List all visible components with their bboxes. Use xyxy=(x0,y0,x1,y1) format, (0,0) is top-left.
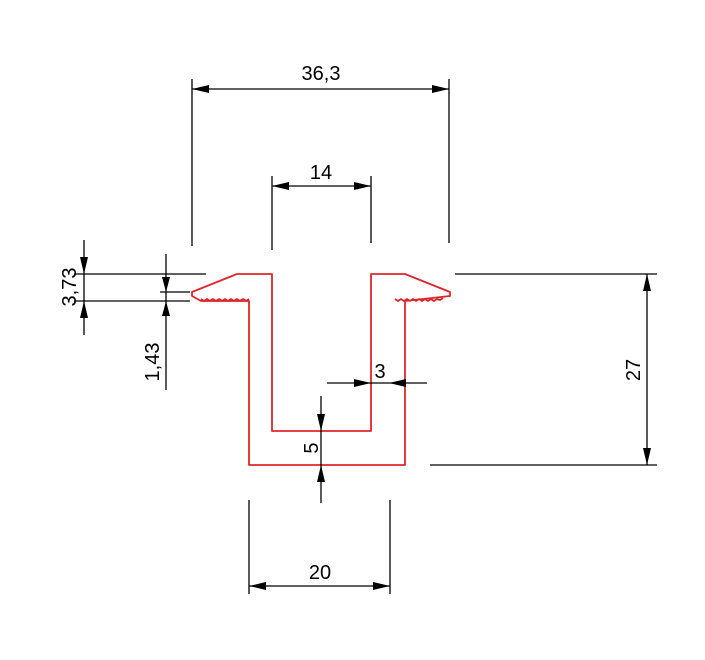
dimension-overall-width: 36,3 xyxy=(191,63,450,246)
right-lip-serration xyxy=(394,297,444,302)
dimension-slot-width: 14 xyxy=(271,162,372,250)
dimension-base-thickness: 5 xyxy=(301,396,325,503)
dim-base-width: 20 xyxy=(309,562,331,584)
dim-slot-width: 14 xyxy=(310,162,332,184)
dimension-wall-thickness: 3 xyxy=(327,361,427,387)
dim-flange-height: 3,73 xyxy=(59,268,81,307)
dim-overall-width: 36,3 xyxy=(302,63,341,85)
dim-height: 27 xyxy=(623,359,645,381)
dim-wall-thickness: 3 xyxy=(374,361,385,383)
dim-base-thickness: 5 xyxy=(301,442,323,453)
left-lip-serration xyxy=(200,298,250,302)
dimension-lip-height: 1,43 xyxy=(142,254,190,390)
dim-lip-height: 1,43 xyxy=(142,343,164,382)
dimension-flange-height: 3,73 xyxy=(59,240,206,335)
dimension-base-width: 20 xyxy=(248,500,391,594)
dimension-height: 27 xyxy=(430,273,657,466)
